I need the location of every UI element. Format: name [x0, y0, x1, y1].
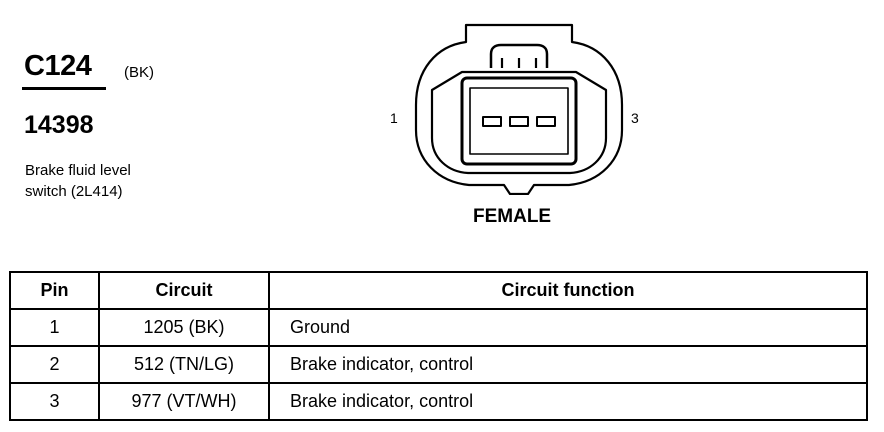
connector-latch	[489, 43, 549, 68]
column-header-circuit: Circuit	[98, 271, 270, 310]
description-line-1: Brake fluid level	[25, 162, 131, 179]
circuit-cell: 512 (TN/LG)	[98, 345, 270, 384]
connector-face-diagram	[414, 23, 624, 195]
circuit-function-cell: Brake indicator, control	[268, 345, 868, 384]
connector-description: Brake fluid level switch (2L414)	[25, 160, 131, 202]
terminal-cavity-3	[536, 116, 556, 127]
part-number: 14398	[24, 111, 94, 139]
pin-cell: 3	[9, 382, 100, 421]
pin-cell: 2	[9, 345, 100, 384]
column-header-pin: Pin	[9, 271, 100, 310]
connector-inner-shell	[430, 70, 608, 175]
connector-gender-label: FEMALE	[473, 206, 552, 227]
terminal-cavity-2	[509, 116, 529, 127]
pin-cell: 1	[9, 308, 100, 347]
column-header-circuit-function: Circuit function	[268, 271, 868, 310]
circuit-cell: 977 (VT/WH)	[98, 382, 270, 421]
connector-id-underline	[22, 87, 106, 90]
table-header-row: Pin Circuit Circuit function	[9, 271, 868, 310]
terminal-cavity-1	[482, 116, 502, 127]
pin-table: Pin Circuit Circuit function 1 1205 (BK)…	[9, 271, 868, 421]
terminal-housing	[460, 76, 578, 166]
circuit-function-cell: Brake indicator, control	[268, 382, 868, 421]
table-row: 3 977 (VT/WH) Brake indicator, control	[9, 382, 868, 421]
connector-outer-shell	[414, 23, 624, 195]
connector-id: C124	[24, 50, 92, 82]
pin-label-1: 1	[390, 110, 398, 126]
connector-color: (BK)	[124, 64, 154, 81]
table-row: 1 1205 (BK) Ground	[9, 308, 868, 347]
table-row: 2 512 (TN/LG) Brake indicator, control	[9, 345, 868, 384]
circuit-function-cell: Ground	[268, 308, 868, 347]
description-line-2: switch (2L414)	[25, 183, 123, 200]
pin-label-3: 3	[631, 110, 639, 126]
circuit-cell: 1205 (BK)	[98, 308, 270, 347]
